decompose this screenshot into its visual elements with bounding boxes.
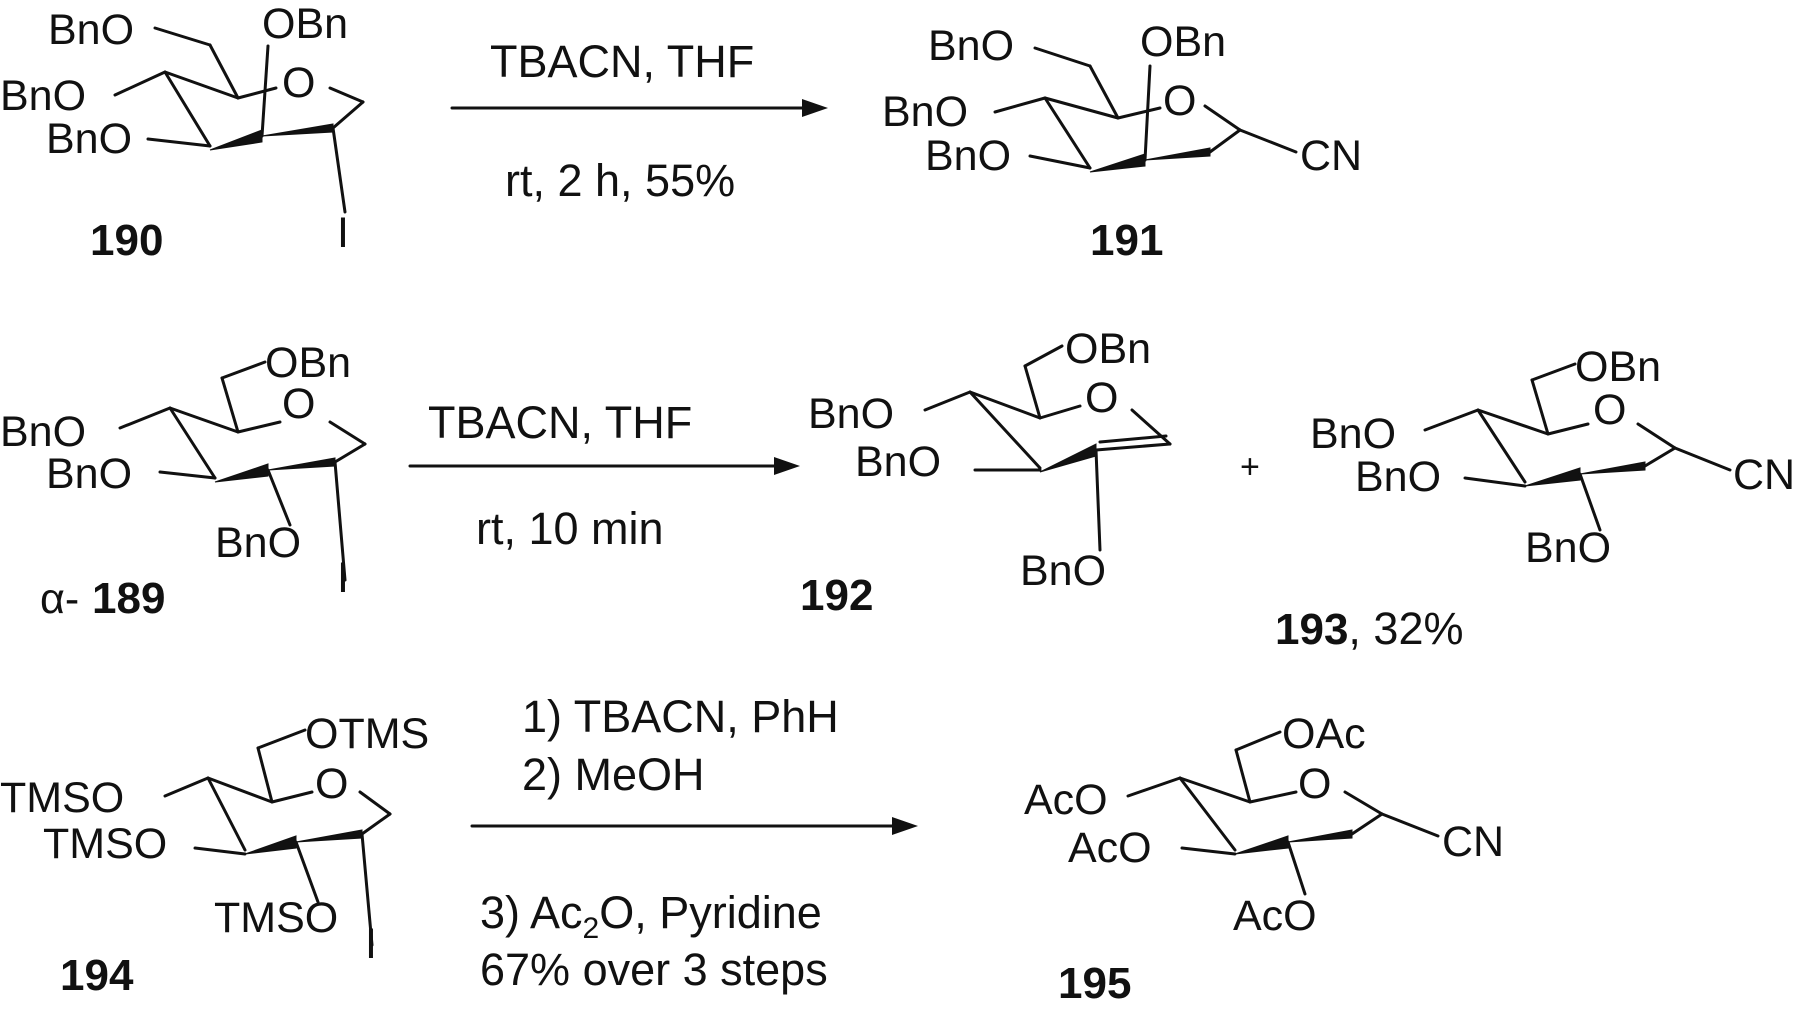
group-195-cyano: CN [1442, 818, 1504, 866]
group-192-obn-6: OBn [1065, 325, 1151, 373]
group-191-cyano: CN [1300, 132, 1362, 180]
group-194-otms-6: OTMS [305, 710, 429, 758]
group-193-ring-o: O [1593, 386, 1626, 434]
group-191-ring-o: O [1163, 77, 1196, 125]
group-190-bno-3: BnO [46, 115, 132, 163]
group-195-aco-3: AcO [1068, 824, 1152, 872]
rxn3-yield: 67% over 3 steps [480, 944, 828, 995]
compound-189-label: 189 [92, 574, 165, 623]
plus-sign: + [1240, 448, 1260, 486]
arrow-head-2 [774, 457, 800, 475]
compound-189-structure [118, 360, 367, 582]
compound-193-label: 193 [1275, 605, 1348, 654]
compound-192-structure [923, 344, 1172, 552]
compound-192-label: 192 [800, 571, 873, 620]
group-194-tmso-3: TMSO [43, 820, 167, 868]
arrow-head-1 [802, 99, 828, 117]
group-189-ring-o: O [282, 380, 315, 428]
group-190-iodide: I [337, 209, 349, 257]
group-191-bno-3: BnO [925, 132, 1011, 180]
group-192-ring-o: O [1085, 374, 1118, 422]
compound-194-structure [163, 728, 392, 947]
group-195-aco-4: AcO [1024, 776, 1108, 824]
group-195-aco-2: AcO [1233, 892, 1317, 940]
rxn3-step3-post: O, Pyridine [599, 887, 822, 938]
rxn3-step3-sub: 2 [583, 912, 600, 945]
group-194-tmso-4: TMSO [0, 774, 124, 822]
group-193-obn-6: OBn [1575, 343, 1661, 391]
compound-194-label: 194 [60, 951, 134, 1000]
group-189-bno-4: BnO [0, 408, 86, 456]
group-193-bno-2: BnO [1525, 524, 1611, 572]
group-194-iodide: I [365, 920, 377, 968]
group-192-bno-4: BnO [808, 390, 894, 438]
group-194-ring-o: O [315, 760, 348, 808]
group-189-iodide: I [337, 554, 349, 602]
rxn3-step3-pre: 3) Ac [480, 887, 583, 938]
compound-189-prefix: α- [40, 575, 79, 623]
group-193-cyano: CN [1733, 451, 1795, 499]
group-190-bno-6: BnO [48, 6, 134, 54]
compound-190-label: 190 [90, 216, 163, 265]
group-193-bno-4: BnO [1310, 410, 1396, 458]
rxn2-conditions-bottom: rt, 10 min [476, 503, 664, 554]
group-191-bno-6: BnO [928, 22, 1014, 70]
group-190-ring-o: O [282, 59, 315, 107]
group-190-obn-2: OBn [262, 0, 348, 48]
group-194-tmso-2: TMSO [214, 894, 338, 942]
group-192-bno-3: BnO [855, 438, 941, 486]
rxn2-conditions-top: TBACN, THF [428, 397, 692, 448]
compound-193-structure [1423, 362, 1732, 532]
group-192-bno-2: BnO [1020, 547, 1106, 595]
group-191-obn-2: OBn [1140, 18, 1226, 66]
group-195-oac-6: OAc [1282, 710, 1366, 758]
compound-190-structure [113, 26, 365, 214]
group-195-ring-o: O [1298, 760, 1331, 808]
group-189-bno-3: BnO [46, 450, 132, 498]
group-189-obn-6: OBn [265, 339, 351, 387]
compound-191-structure [993, 46, 1298, 173]
rxn1-conditions-top: TBACN, THF [490, 36, 754, 87]
compound-193-caption: 193, 32% [1275, 603, 1464, 654]
group-190-bno-4: BnO [0, 72, 86, 120]
group-189-bno-2: BnO [215, 519, 301, 567]
rxn1-conditions-bottom: rt, 2 h, 55% [505, 155, 735, 206]
rxn3-step3: 3) Ac2O, Pyridine [480, 887, 822, 945]
compound-195-label: 195 [1058, 959, 1131, 1008]
compound-195-structure [1126, 730, 1440, 896]
rxn3-step1: 1) TBACN, PhH [522, 691, 839, 742]
arrow-head-3 [892, 817, 918, 835]
rxn3-step2: 2) MeOH [522, 749, 705, 800]
compound-191-label: 191 [1090, 216, 1163, 265]
compound-193-yield: , 32% [1348, 603, 1463, 654]
group-191-bno-4: BnO [882, 88, 968, 136]
group-193-bno-3: BnO [1355, 453, 1441, 501]
